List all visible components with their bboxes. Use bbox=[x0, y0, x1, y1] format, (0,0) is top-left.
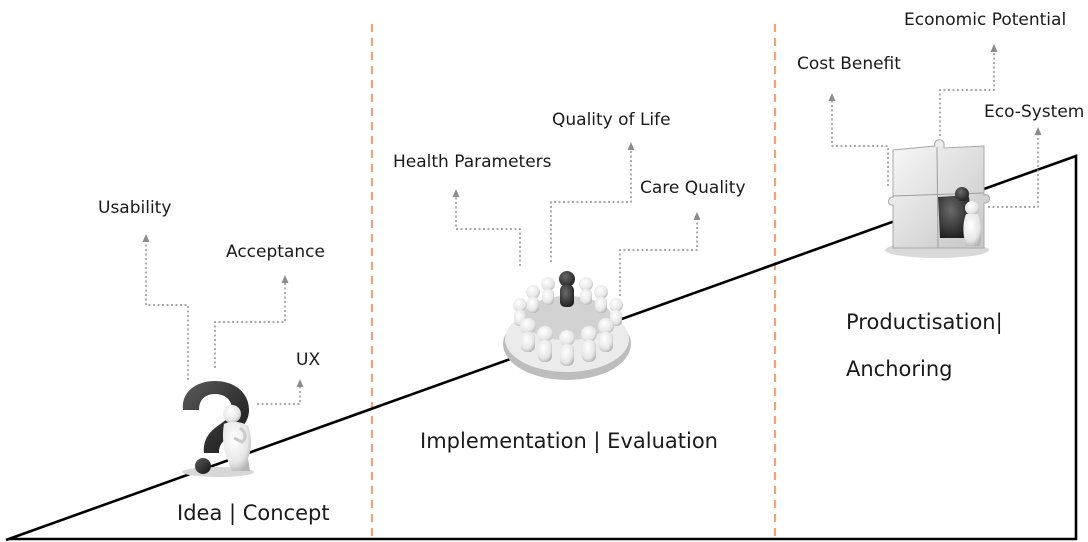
connector-eco-system bbox=[988, 127, 1042, 208]
connector-care-quality bbox=[619, 212, 701, 296]
label-ux: UX bbox=[296, 350, 320, 370]
label-care-quality: Care Quality bbox=[640, 178, 746, 198]
team-circle-icon bbox=[503, 271, 631, 380]
label-usability: Usability bbox=[98, 198, 171, 218]
label-acceptance: Acceptance bbox=[226, 242, 325, 262]
phase-label-anchoring: Anchoring bbox=[846, 357, 953, 381]
puzzle-figure-icon bbox=[885, 139, 991, 258]
phase-label-idea-concept: Idea | Concept bbox=[177, 501, 330, 526]
connector-quality-of-life bbox=[550, 142, 635, 262]
label-economic-potential: Economic Potential bbox=[904, 10, 1066, 30]
connector-ux bbox=[257, 379, 304, 405]
connector-economic-potential bbox=[939, 44, 998, 136]
question-figure-icon bbox=[182, 381, 254, 477]
label-health-parameters: Health Parameters bbox=[393, 152, 552, 172]
label-cost-benefit: Cost Benefit bbox=[797, 54, 901, 74]
connector-cost-benefit bbox=[828, 93, 889, 186]
phase-label-implementation-evaluation: Implementation | Evaluation bbox=[420, 429, 718, 454]
connector-acceptance bbox=[214, 275, 289, 368]
connector-health-parameters bbox=[452, 189, 521, 266]
connector-usability bbox=[142, 234, 189, 380]
label-quality-of-life: Quality of Life bbox=[552, 110, 671, 130]
label-eco-system: Eco-System bbox=[984, 102, 1084, 122]
phase-label-productisation: Productisation| bbox=[846, 310, 1003, 335]
